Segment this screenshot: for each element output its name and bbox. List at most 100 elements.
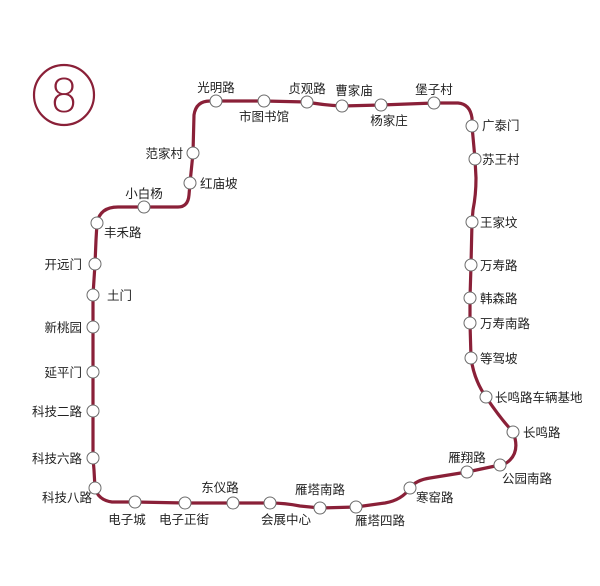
station-marker-icon[interactable] <box>128 495 142 509</box>
station-label: 贞观路 <box>288 81 326 96</box>
station[interactable]: 雁塔南路 <box>295 482 346 515</box>
station[interactable]: 电子城 <box>108 495 146 527</box>
station-marker-icon[interactable] <box>86 404 100 418</box>
station[interactable]: 土门 <box>86 288 132 303</box>
station-marker-icon[interactable] <box>88 257 102 271</box>
station-marker-icon[interactable] <box>349 500 363 514</box>
station[interactable]: 广泰门 <box>465 118 520 133</box>
station-marker-icon[interactable] <box>464 258 478 272</box>
station[interactable]: 光明路 <box>197 80 235 108</box>
line-badge-circle <box>32 63 96 127</box>
station[interactable]: 寒窑路 <box>403 481 454 505</box>
station-label: 范家村 <box>145 146 183 161</box>
station-marker-icon[interactable] <box>88 481 102 495</box>
station-label: 丰禾路 <box>104 225 142 240</box>
station-marker-icon[interactable] <box>137 200 151 214</box>
station-marker-icon[interactable] <box>178 496 192 510</box>
station[interactable]: 万寿路 <box>464 258 518 273</box>
station-marker-icon[interactable] <box>86 365 100 379</box>
station-marker-icon[interactable] <box>460 465 474 479</box>
station-marker-icon[interactable] <box>427 96 441 110</box>
station[interactable]: 电子正街 <box>159 496 209 527</box>
station-label: 长鸣路 <box>523 425 561 440</box>
station-marker-icon[interactable] <box>257 94 271 108</box>
station[interactable]: 雁塔四路 <box>349 500 406 528</box>
station-marker-icon[interactable] <box>186 146 200 160</box>
station-label: 韩森路 <box>480 291 518 306</box>
station-marker-icon[interactable] <box>300 95 314 109</box>
station-label: 雁塔四路 <box>355 513 406 528</box>
station-label: 土门 <box>107 288 132 303</box>
station[interactable]: 东仪路 <box>201 480 240 510</box>
station-label: 电子城 <box>108 512 146 527</box>
station-marker-icon[interactable] <box>506 425 520 439</box>
station-label: 苏王村 <box>482 152 520 167</box>
station-label: 科技二路 <box>32 404 83 419</box>
station-marker-icon[interactable] <box>403 481 417 495</box>
station-marker-icon[interactable] <box>86 451 100 465</box>
station-label: 万寿路 <box>480 258 518 273</box>
station[interactable]: 万寿南路 <box>463 316 531 331</box>
station[interactable]: 红庙坡 <box>183 176 238 191</box>
station[interactable]: 丰禾路 <box>90 216 142 240</box>
station[interactable]: 贞观路 <box>288 81 326 109</box>
station-marker-icon[interactable] <box>209 94 223 108</box>
station-marker-icon[interactable] <box>493 458 507 472</box>
station-marker-icon[interactable] <box>464 351 478 365</box>
station-label: 杨家庄 <box>370 113 408 128</box>
station-label: 广泰门 <box>482 118 520 133</box>
station[interactable]: 等驾坡 <box>464 351 518 366</box>
station-label: 东仪路 <box>201 480 239 495</box>
station[interactable]: 延平门 <box>44 365 100 380</box>
station-marker-icon[interactable] <box>463 291 477 305</box>
station-marker-icon[interactable] <box>374 98 388 112</box>
station-marker-icon[interactable] <box>263 496 277 510</box>
station-label: 公园南路 <box>502 471 553 486</box>
station[interactable]: 市图书馆 <box>239 94 289 124</box>
station[interactable]: 雁翔路 <box>448 450 486 479</box>
station[interactable]: 曹家庙 <box>335 83 373 113</box>
station[interactable]: 会展中心 <box>261 496 312 527</box>
station[interactable]: 新桃园 <box>44 320 100 335</box>
station[interactable]: 苏王村 <box>468 152 520 167</box>
station-label: 延平门 <box>44 365 82 380</box>
station-marker-icon[interactable] <box>183 176 197 190</box>
station-label: 雁塔南路 <box>295 482 346 497</box>
station[interactable]: 开远门 <box>44 257 102 272</box>
station-marker-icon[interactable] <box>468 152 482 166</box>
station-label: 等驾坡 <box>480 351 518 366</box>
station-marker-icon[interactable] <box>86 288 100 302</box>
station-label: 万寿南路 <box>480 316 531 331</box>
station-label: 雁翔路 <box>448 450 486 465</box>
station-label: 红庙坡 <box>200 176 238 191</box>
station-marker-icon[interactable] <box>90 216 104 230</box>
station[interactable]: 韩森路 <box>463 291 518 306</box>
station-marker-icon[interactable] <box>313 501 327 515</box>
station-marker-icon[interactable] <box>465 119 479 133</box>
station[interactable]: 科技二路 <box>32 404 100 419</box>
station-label: 科技六路 <box>32 451 83 466</box>
station-marker-icon[interactable] <box>226 496 240 510</box>
station-marker-icon[interactable] <box>335 99 349 113</box>
station[interactable]: 杨家庄 <box>370 98 408 128</box>
station-label: 曹家庙 <box>335 83 373 98</box>
station-marker-icon[interactable] <box>479 390 493 404</box>
station-label: 科技八路 <box>42 490 93 505</box>
station[interactable]: 长鸣路车辆基地 <box>479 390 583 405</box>
station[interactable]: 长鸣路 <box>506 425 561 440</box>
station[interactable]: 范家村 <box>145 146 200 161</box>
station[interactable]: 小白杨 <box>125 186 163 214</box>
station-label: 小白杨 <box>125 186 163 201</box>
station[interactable]: 科技六路 <box>32 451 100 466</box>
station-marker-icon[interactable] <box>463 316 477 330</box>
station[interactable]: 公园南路 <box>493 458 553 486</box>
station-label: 光明路 <box>197 80 235 95</box>
station[interactable]: 科技八路 <box>42 481 102 505</box>
station[interactable]: 王家坟 <box>465 215 518 230</box>
station-marker-icon[interactable] <box>86 320 100 334</box>
station-label: 王家坟 <box>480 215 518 230</box>
station[interactable]: 堡子村 <box>415 82 453 110</box>
station-marker-icon[interactable] <box>465 215 479 229</box>
station-label: 堡子村 <box>415 82 453 97</box>
